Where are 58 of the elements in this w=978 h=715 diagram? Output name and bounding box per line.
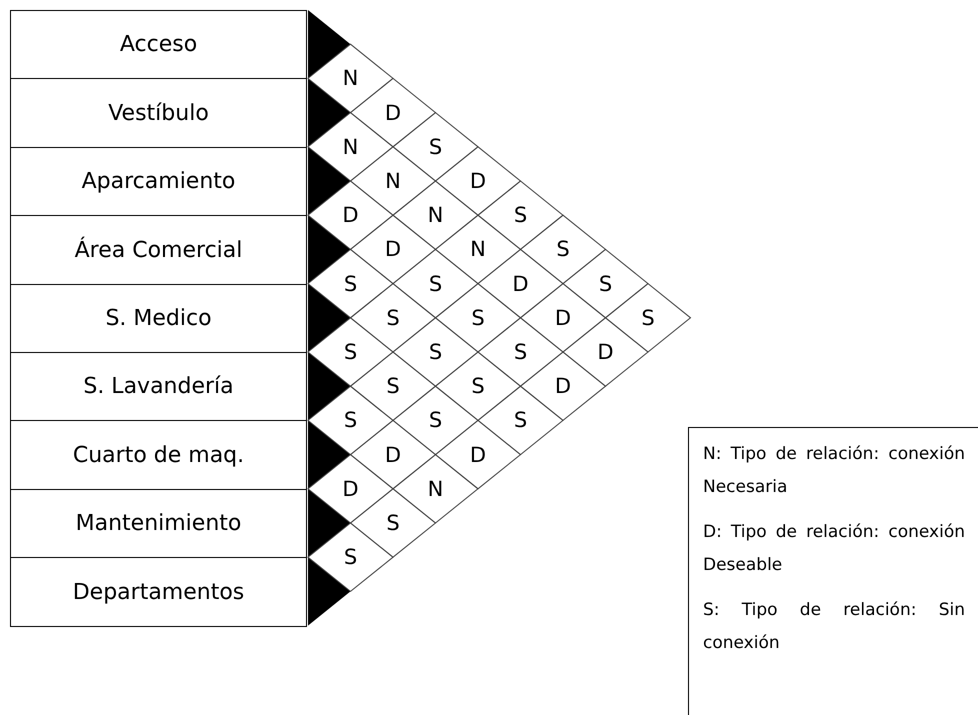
legend-text: N: Tipo de relación: conexión Necesaria <box>703 443 965 499</box>
relation-letter: D <box>384 237 402 262</box>
space-row <box>10 284 307 354</box>
relation-letter: S <box>640 306 656 330</box>
relation-letter: S <box>428 340 444 364</box>
relation-letter: S <box>428 408 444 432</box>
space-row <box>10 146 307 217</box>
relation-letter: D <box>384 442 402 467</box>
legend-box <box>688 427 978 715</box>
space-name: S. Lavandería <box>83 374 234 400</box>
relation-letter: D <box>468 442 488 467</box>
relation-letter: S <box>470 306 486 330</box>
space-name: Aparcamiento <box>82 169 236 194</box>
relation-letter: N <box>342 66 360 90</box>
relation-letter: D <box>341 476 360 501</box>
space-row <box>10 10 307 80</box>
relation-letter: S <box>385 306 401 330</box>
relation-letter: N <box>469 237 487 262</box>
space-row <box>10 352 307 422</box>
space-row <box>10 215 307 286</box>
space-row <box>10 557 307 628</box>
space-row <box>10 488 307 559</box>
space-name: Departamentos <box>72 580 244 605</box>
relation-letter: N <box>342 134 360 159</box>
relation-letter: N <box>426 476 444 501</box>
relation-letter: S <box>342 340 358 364</box>
relation-letter: D <box>341 203 360 228</box>
space-name: Acceso <box>120 32 198 58</box>
space-name: Área Comercial <box>74 238 242 263</box>
space-name: S. Medico <box>105 306 212 332</box>
relation-letter: S <box>385 374 401 398</box>
relation-letter: D <box>384 100 402 125</box>
legend-text: S: Tipo de relación: Sin conexión <box>703 599 965 655</box>
relation-letter: S <box>512 203 528 228</box>
relation-letter: S <box>470 374 486 398</box>
relation-letter: D <box>596 340 615 364</box>
space-name: Vestíbulo <box>108 100 209 126</box>
relation-letter: S <box>555 237 571 262</box>
relation-letter: S <box>385 511 401 535</box>
relation-letter: N <box>426 203 444 228</box>
relation-letter: S <box>342 545 358 570</box>
legend-text: D: Tipo de relación: conexión Deseable <box>703 521 965 577</box>
relation-letter: D <box>554 306 572 330</box>
relation-letter: S <box>512 340 528 364</box>
relation-letter: S <box>512 408 528 432</box>
relation-letter: S <box>342 272 358 296</box>
relation-letter: S <box>428 134 444 159</box>
relation-letter: D <box>554 374 572 398</box>
relation-letter: D <box>468 169 488 193</box>
space-name: Cuarto de maq. <box>72 442 244 468</box>
space-name: Mantenimiento <box>76 511 242 536</box>
relation-letter: S <box>598 272 614 296</box>
space-row <box>10 78 307 148</box>
relation-letter: S <box>342 408 358 432</box>
relation-letter: S <box>428 272 444 296</box>
relation-letter: N <box>384 169 402 193</box>
space-row <box>10 420 307 490</box>
relation-letter: D <box>511 272 530 296</box>
